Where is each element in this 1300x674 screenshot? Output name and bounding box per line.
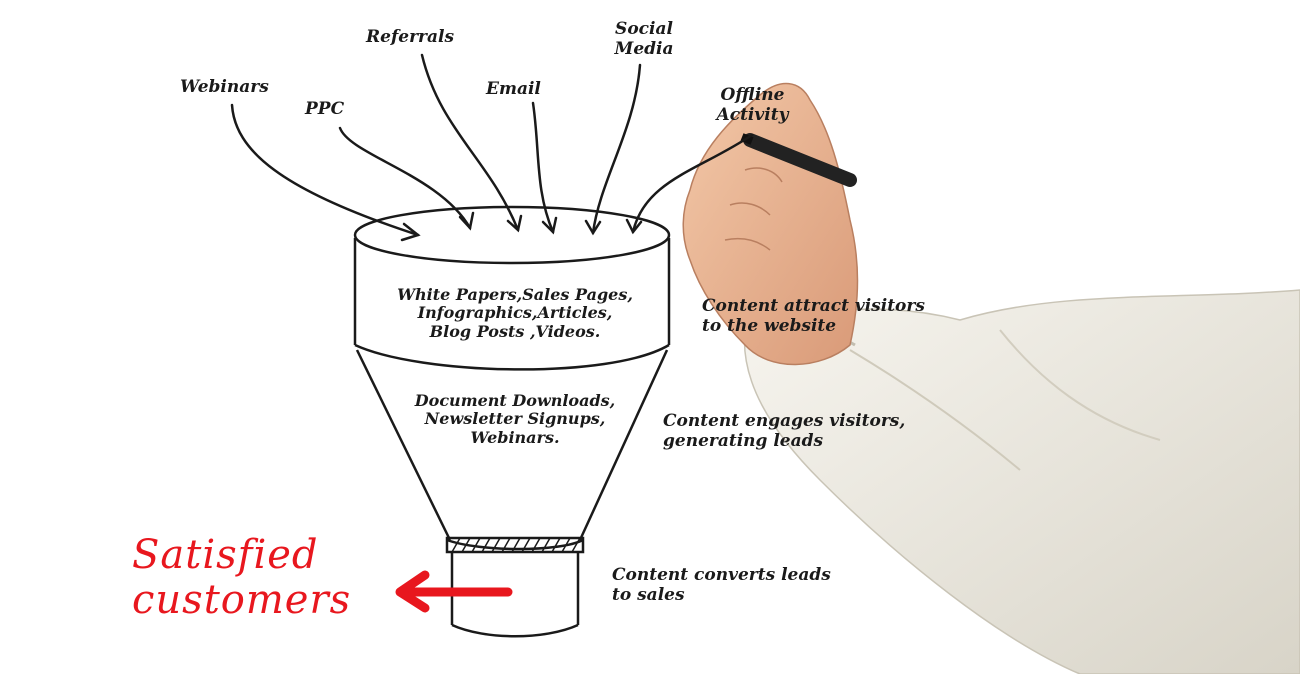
- source-webinars: Webinars: [180, 77, 269, 97]
- arrow-webinars: [230, 103, 420, 237]
- source-social-media: Social Media: [614, 19, 674, 59]
- source-ppc: PPC: [305, 99, 345, 119]
- arrow-referrals: [420, 53, 520, 232]
- arrow-email: [531, 101, 555, 234]
- hand: [682, 82, 859, 366]
- funnel-neck-ring: [445, 536, 585, 554]
- source-referrals: Referrals: [366, 27, 455, 47]
- arrow-ppc: [338, 126, 472, 230]
- note-engage: Content engages visitors, generating lea…: [663, 411, 906, 451]
- outcome-arrow: [395, 570, 513, 613]
- arrow-offline-activity: [631, 133, 754, 234]
- funnel-top-section: White Papers,Sales Pages, Infographics,A…: [397, 285, 633, 341]
- source-email: Email: [486, 79, 541, 99]
- funnel-middle-section: Document Downloads, Newsletter Signups, …: [414, 391, 616, 447]
- funnel-shape: [353, 205, 671, 638]
- source-offline-activity: Offline Activity: [716, 85, 789, 125]
- note-attract: Content attract visitors to the website: [702, 296, 925, 336]
- arrow-social-media: [591, 63, 642, 235]
- note-convert: Content converts leads to sales: [612, 565, 831, 605]
- outcome-label: Satisfied customers: [132, 532, 352, 623]
- shirt-sleeve: [743, 289, 1300, 674]
- source-arrows: [230, 53, 754, 242]
